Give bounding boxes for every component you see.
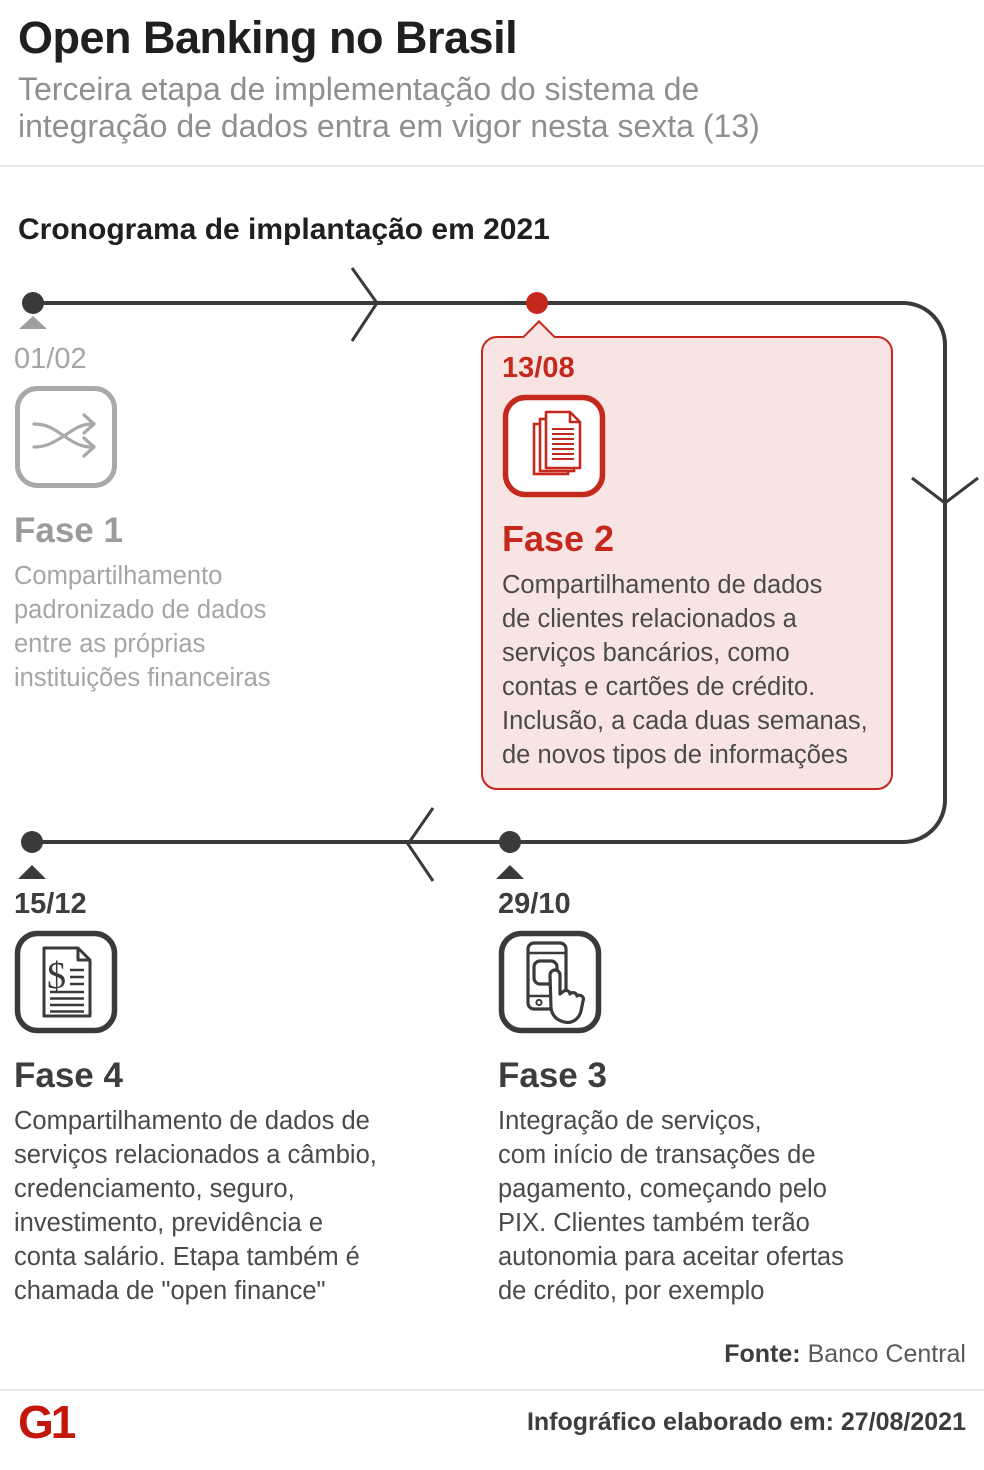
phone-touch-icon <box>498 931 602 1034</box>
section-heading: Cronograma de implantação em 2021 <box>18 213 550 247</box>
phase-fase-1: 01/02 Fase 1 Compartilhamento padronizad… <box>14 343 394 695</box>
phase-date: 15/12 <box>14 888 87 921</box>
phase-date: 29/10 <box>498 888 571 921</box>
phase-title: Fase 4 <box>14 1056 123 1096</box>
arrow-right-icon <box>350 267 379 343</box>
phase-date: 01/02 <box>14 343 87 376</box>
stacked-documents-icon <box>502 395 606 498</box>
marker-triangle-fase3 <box>496 865 524 880</box>
phase-fase-4: 15/12 $ Fase 4 Compartilhamento de dados… <box>14 888 394 1308</box>
arrow-left-icon <box>406 807 435 883</box>
footer: G1 Infográfico elaborado em: 27/08/2021 <box>0 1391 984 1445</box>
timeline-connector <box>18 267 979 883</box>
timeline-dot-fase3 <box>499 831 521 854</box>
timeline-dot-fase4 <box>21 831 43 854</box>
source-line: Fonte: Banco Central <box>0 1340 984 1369</box>
arrow-down-icon <box>911 477 979 506</box>
phase-description: Compartilhamento de dados de serviços re… <box>14 1107 377 1306</box>
timeline: 01/02 Fase 1 Compartilhamento padronizad… <box>0 255 984 1325</box>
phase-title: Fase 3 <box>498 1056 607 1096</box>
marker-triangle-fase4 <box>18 865 46 880</box>
timeline-dot-fase1 <box>22 292 44 315</box>
header: Open Banking no Brasil Terceira etapa de… <box>0 0 984 145</box>
page-title: Open Banking no Brasil <box>18 12 518 63</box>
svg-text:$: $ <box>47 955 66 997</box>
phase-title: Fase 1 <box>14 511 123 551</box>
phase-description: Compartilhamento de dados de clientes re… <box>502 571 868 770</box>
phase-fase-2: 13/08 Fase 2 Compartilhamento de dados d… <box>502 352 872 772</box>
money-document-icon: $ <box>14 931 118 1034</box>
highlight-box-fase-2: 13/08 Fase 2 Compartilhamento de dados d… <box>481 320 893 791</box>
phase-description: Compartilhamento padronizado de dados en… <box>14 562 271 693</box>
timeline-dot-fase2 <box>526 292 548 315</box>
timeline-path <box>32 301 947 845</box>
credit-line: Infográfico elaborado em: 27/08/2021 <box>526 1407 966 1436</box>
phase-title: Fase 2 <box>502 518 615 560</box>
phase-description: Integração de serviços, com início de tr… <box>498 1107 844 1306</box>
header-divider <box>0 165 984 168</box>
marker-triangle-fase1 <box>19 316 47 330</box>
shuffle-arrows-icon <box>15 386 117 489</box>
source-label: Fonte: <box>724 1340 801 1369</box>
page-subtitle: Terceira etapa de implementação do siste… <box>18 71 760 145</box>
phase-date: 13/08 <box>502 352 575 385</box>
source-value: Banco Central <box>807 1340 966 1369</box>
g1-logo: G1 <box>18 1396 76 1449</box>
footer-divider <box>0 1389 984 1392</box>
phase-fase-3: 29/10 Fase 3 Integração de serviços, com… <box>498 888 878 1308</box>
